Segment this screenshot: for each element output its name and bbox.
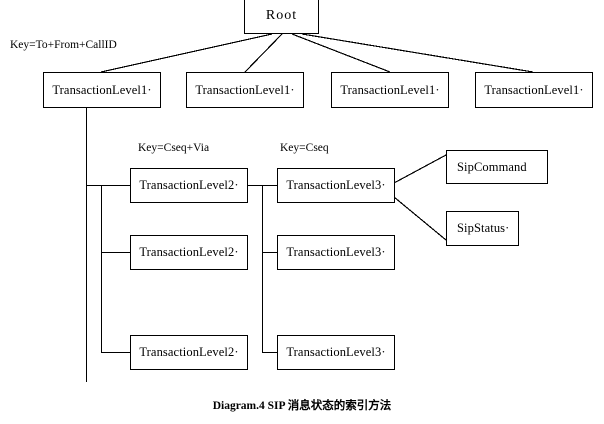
node-transaction-level2-2[interactable]: TransactionLevel2· <box>130 235 248 270</box>
edge-root-to-level1-3 <box>291 33 391 73</box>
node-label: TransactionLevel2· <box>139 245 239 259</box>
node-label: TransactionLevel2· <box>139 178 239 192</box>
node-transaction-level3-1[interactable]: TransactionLevel3· <box>277 168 395 203</box>
node-transaction-level3-3[interactable]: TransactionLevel3· <box>277 335 395 370</box>
node-transaction-level1-4[interactable]: TransactionLevel1· <box>475 72 593 108</box>
edge-level3-to-sipcommand <box>393 154 447 184</box>
node-label: TransactionLevel2· <box>139 345 239 359</box>
node-label: SipCommand <box>457 159 527 174</box>
edge-root-to-level1-4 <box>301 33 534 73</box>
node-sip-status[interactable]: SipStatus· <box>446 211 519 246</box>
key-label-level3: Key=Cseq <box>280 142 329 154</box>
node-sip-command[interactable]: SipCommand <box>446 150 548 184</box>
node-root[interactable]: Root <box>244 0 319 34</box>
edge-root-to-level1-1 <box>100 33 273 73</box>
node-label: TransactionLevel1· <box>340 82 440 97</box>
node-transaction-level1-3[interactable]: TransactionLevel1· <box>331 72 449 108</box>
node-label: TransactionLevel1· <box>52 82 152 97</box>
node-label: TransactionLevel3· <box>286 345 386 359</box>
node-label: TransactionLevel3· <box>286 178 386 192</box>
node-transaction-level3-2[interactable]: TransactionLevel3· <box>277 235 395 270</box>
edge-level3-to-sipstatus <box>393 196 447 241</box>
node-transaction-level1-1[interactable]: TransactionLevel1· <box>43 72 161 108</box>
node-label: TransactionLevel3· <box>286 245 386 259</box>
node-transaction-level2-1[interactable]: TransactionLevel2· <box>130 168 248 203</box>
node-label: SipStatus· <box>457 221 510 235</box>
node-transaction-level2-3[interactable]: TransactionLevel2· <box>130 335 248 370</box>
node-root-label: Root <box>265 8 298 23</box>
key-label-level2: Key=Cseq+Via <box>138 142 210 154</box>
node-label: TransactionLevel1· <box>484 82 584 97</box>
node-label: TransactionLevel1· <box>195 82 295 97</box>
edge-root-to-level1-2 <box>244 33 283 73</box>
key-label-level1: Key=To+From+CallID <box>10 39 117 51</box>
node-transaction-level1-2[interactable]: TransactionLevel1· <box>186 72 304 108</box>
diagram-caption: Diagram.4 SIP 消息状态的索引方法 <box>212 400 392 412</box>
